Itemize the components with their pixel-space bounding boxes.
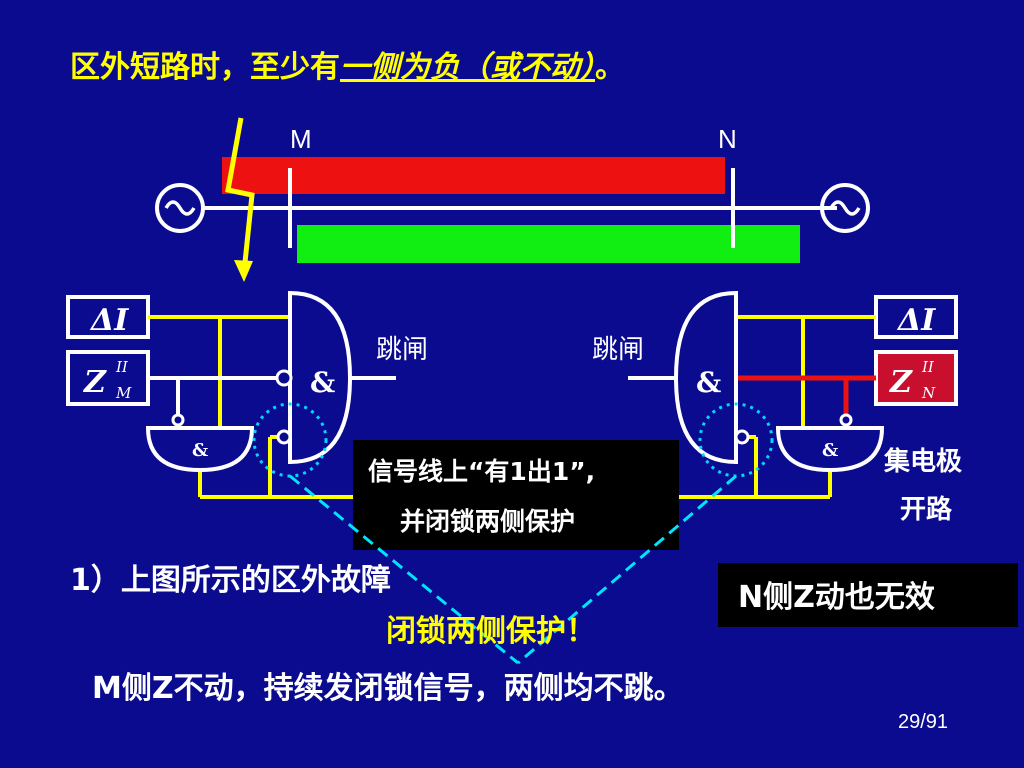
z-box-n <box>874 350 958 406</box>
and-gate-n <box>673 290 738 465</box>
z-sub-m: M <box>115 384 132 402</box>
wires-right-red <box>738 375 876 416</box>
z-super-m: II <box>115 358 129 376</box>
title-suffix: 。 <box>595 50 625 85</box>
small-and-symbol-n: & <box>822 440 838 461</box>
title-emphasis: 一侧为负（或不动） <box>340 50 595 85</box>
bus-label-n: N <box>718 124 737 154</box>
delta-i-label-m: ΔI <box>89 303 129 338</box>
callout-line1: 信号线上“有1出1”, <box>368 457 595 486</box>
and-symbol-m: & <box>310 366 335 399</box>
source-left-icon <box>155 183 205 233</box>
callout-box <box>353 440 679 550</box>
inverter-bubble-right-small <box>839 413 853 427</box>
red-bar <box>222 157 725 194</box>
delta-i-box-m <box>66 295 150 339</box>
note-m-side: M侧Z不动，持续发闭锁信号，两侧均不跳。 <box>92 671 684 706</box>
small-and-symbol-m: & <box>192 440 208 461</box>
note-item1-result: 闭锁两侧保护！ <box>386 614 596 649</box>
and-gate-m <box>288 290 353 465</box>
green-bar <box>297 225 800 263</box>
n-side-box <box>718 563 1018 627</box>
and-symbol-n: & <box>696 366 721 399</box>
and-gate-m-invert-bubble <box>275 369 293 387</box>
trip-label-n: 跳闸 <box>592 335 644 365</box>
small-and-gate-n <box>775 426 885 473</box>
z-box-m <box>66 350 150 406</box>
and-gate-m-invert-bubble-2 <box>276 429 292 445</box>
bus-label-m: M <box>290 124 312 154</box>
z-letter-n: Z <box>889 365 913 400</box>
wires-left-white <box>148 376 396 416</box>
title-prefix: 区外短路时，至少有 <box>70 50 340 85</box>
trip-label-m: 跳闸 <box>376 335 428 365</box>
slide-title: 区外短路时，至少有一侧为负（或不动）。 <box>70 42 625 86</box>
delta-i-label-n: ΔI <box>896 303 936 338</box>
inverter-bubble-left-small <box>171 413 185 427</box>
source-right-icon <box>820 183 870 233</box>
small-and-gate-m <box>145 426 255 473</box>
note-item1: 1）上图所示的区外故障 <box>70 563 391 598</box>
fault-lightning-icon <box>225 117 255 282</box>
wires-right <box>736 315 876 497</box>
collector-open-line2: 开路 <box>900 494 953 525</box>
z-letter-m: Z <box>83 365 107 400</box>
collector-open-line1: 集电极 <box>883 446 963 477</box>
callout-line2: 并闭锁两侧保护 <box>400 507 575 536</box>
callout-connectors <box>289 474 737 665</box>
n-side-text: N侧Z动也无效 <box>738 580 935 615</box>
z-super-n: II <box>921 358 935 376</box>
z-sub-n: N <box>921 384 936 402</box>
and-gate-n-invert-bubble <box>734 429 750 445</box>
page-number: 29/91 <box>898 711 948 733</box>
